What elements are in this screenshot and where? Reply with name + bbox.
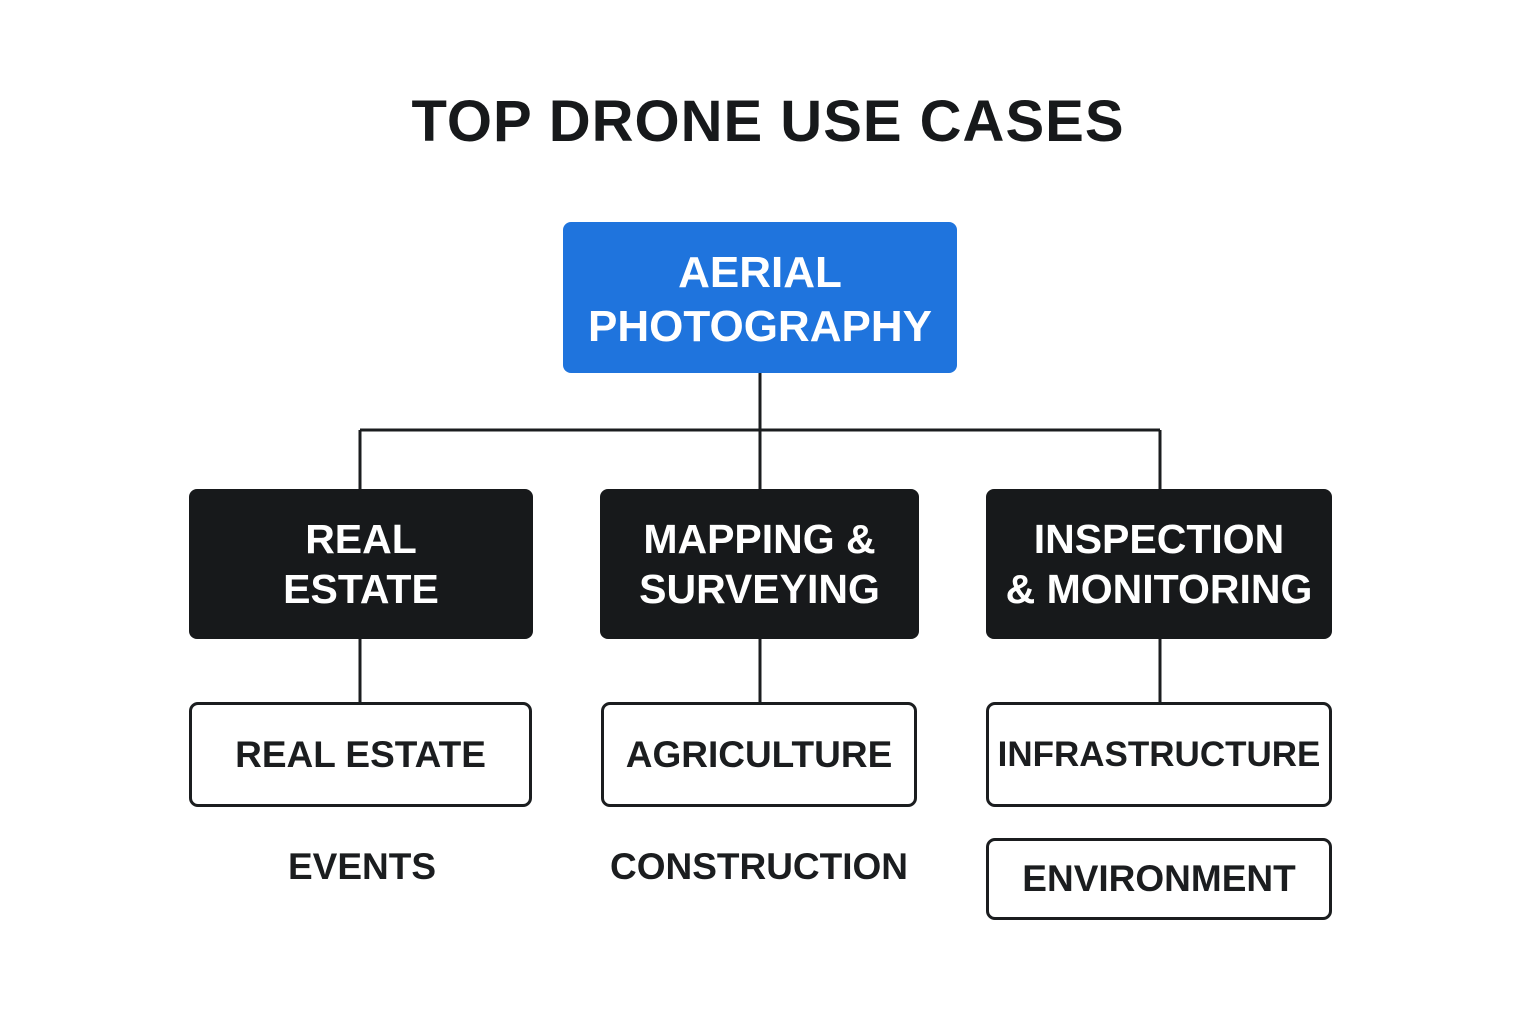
- diagram-title: TOP DRONE USE CASES: [411, 89, 1125, 154]
- category-node-real-estate: REAL ESTATE: [189, 489, 533, 639]
- root-node-aerial-photography: AERIAL PHOTOGRAPHY: [563, 222, 957, 373]
- leaf-label-events: EVENTS: [287, 846, 437, 887]
- category-node-inspection-monitoring: INSPECTION & MONITORING: [986, 489, 1332, 639]
- category-node-mapping-surveying: MAPPING & SURVEYING: [600, 489, 919, 639]
- leaf-node-real-estate: REAL ESTATE: [189, 702, 532, 807]
- leaf-label-construction: CONSTRUCTION: [609, 846, 909, 887]
- leaf-node-infrastructure: INFRASTRUCTURE: [986, 702, 1332, 807]
- leaf-node-environment: ENVIRONMENT: [986, 838, 1332, 920]
- leaf-node-agriculture: AGRICULTURE: [601, 702, 917, 807]
